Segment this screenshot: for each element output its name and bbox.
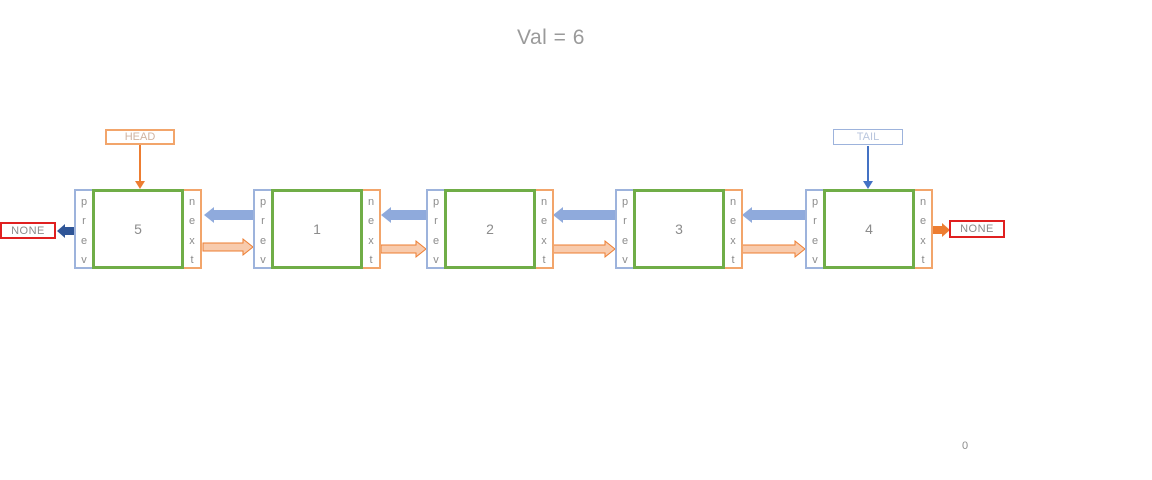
prev-arrow-4 (742, 207, 805, 223)
prev-arrow-1 (204, 207, 253, 223)
corner-number: 0 (962, 440, 969, 452)
node-value: 4 (823, 189, 915, 269)
next-letter: x (189, 234, 195, 247)
next-letter: e (540, 215, 548, 228)
prev-letter: v (433, 253, 439, 266)
prev-letter: e (432, 234, 440, 247)
prev-letter: v (812, 253, 818, 266)
prev-pointer-cell: p r e v (615, 189, 633, 269)
prev-letter: r (434, 215, 438, 228)
next-letter: n (540, 196, 548, 208)
next-letter: x (920, 234, 926, 247)
next-letter: t (731, 253, 735, 266)
none-left-arrow (57, 224, 75, 238)
prev-pointer-cell: p r e v (74, 189, 92, 269)
next-letter: x (541, 234, 547, 247)
next-pointer-cell: n e x t (725, 189, 743, 269)
prev-letter: p (621, 196, 629, 208)
prev-letter: v (260, 253, 266, 266)
none-left-label: NONE (0, 222, 56, 239)
prev-letter: p (432, 196, 440, 208)
diagram-title: Val = 6 (517, 26, 585, 49)
list-node: p r e v 1 n e x t (253, 189, 381, 269)
prev-letter: e (621, 234, 629, 247)
next-pointer-cell: n e x t (915, 189, 933, 269)
prev-letter: e (259, 234, 267, 247)
next-letter: e (188, 215, 196, 228)
next-letter: n (367, 196, 375, 208)
list-node: p r e v 5 n e x t (74, 189, 202, 269)
next-letter: t (542, 253, 546, 266)
prev-arrow-3 (553, 207, 615, 223)
next-letter: n (919, 196, 927, 208)
prev-letter: e (811, 234, 819, 247)
node-value: 5 (92, 189, 184, 269)
next-letter: x (368, 234, 374, 247)
list-node: p r e v 3 n e x t (615, 189, 743, 269)
next-letter: n (188, 196, 196, 208)
list-node: p r e v 4 n e x t (805, 189, 933, 269)
next-arrow-1 (202, 237, 254, 257)
node-value: 1 (271, 189, 363, 269)
tail-label: TAIL (833, 129, 903, 145)
next-letter: t (921, 253, 925, 266)
next-letter: t (190, 253, 194, 266)
node-value: 3 (633, 189, 725, 269)
prev-letter: r (261, 215, 265, 228)
prev-letter: p (80, 196, 88, 208)
next-letter: e (919, 215, 927, 228)
next-letter: n (729, 196, 737, 208)
head-pointer-arrow (135, 145, 145, 189)
prev-letter: r (813, 215, 817, 228)
next-arrow-2 (380, 239, 427, 259)
next-letter: e (367, 215, 375, 228)
none-right-label: NONE (949, 220, 1005, 238)
next-pointer-cell: n e x t (184, 189, 202, 269)
prev-letter: v (622, 253, 628, 266)
prev-letter: e (80, 234, 88, 247)
node-value: 2 (444, 189, 536, 269)
prev-pointer-cell: p r e v (426, 189, 444, 269)
prev-arrow-2 (381, 207, 426, 223)
prev-pointer-cell: p r e v (253, 189, 271, 269)
none-right-arrow (932, 223, 950, 237)
next-arrow-4 (741, 239, 806, 259)
prev-letter: r (82, 215, 86, 228)
list-node: p r e v 2 n e x t (426, 189, 554, 269)
prev-pointer-cell: p r e v (805, 189, 823, 269)
prev-letter: v (81, 253, 87, 266)
head-label: HEAD (105, 129, 175, 145)
prev-letter: p (811, 196, 819, 208)
next-letter: t (369, 253, 373, 266)
tail-pointer-arrow (863, 146, 873, 189)
next-letter: e (729, 215, 737, 228)
next-pointer-cell: n e x t (536, 189, 554, 269)
next-pointer-cell: n e x t (363, 189, 381, 269)
next-letter: x (730, 234, 736, 247)
prev-letter: r (623, 215, 627, 228)
next-arrow-3 (552, 239, 616, 259)
prev-letter: p (259, 196, 267, 208)
